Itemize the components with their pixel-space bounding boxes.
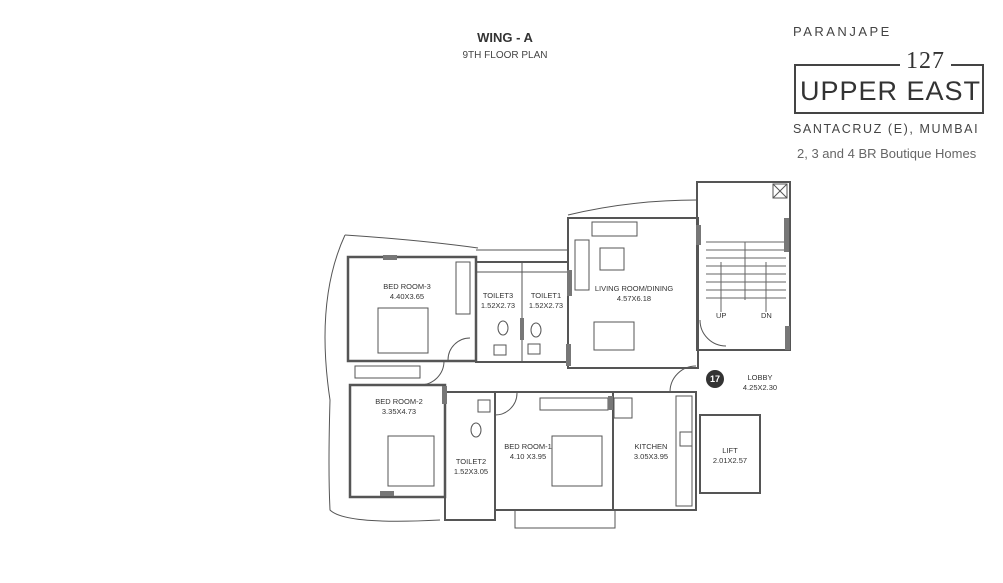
staircase	[706, 241, 786, 312]
sofa	[591, 221, 638, 237]
room-lift: LIFT 2.01X2.57	[706, 446, 754, 466]
page-subtitle: 9TH FLOOR PLAN	[462, 50, 548, 61]
balcony-bottom	[514, 509, 616, 529]
wall-kitchen	[612, 391, 697, 511]
basin-toilet1	[527, 343, 541, 355]
room-name: LIVING ROOM/DINING	[594, 284, 674, 293]
room-size: 4.40X3.65	[389, 292, 425, 301]
room-size: 4.25X2.30	[742, 383, 778, 392]
developer-name: PARANJAPE	[793, 24, 892, 39]
room-name: LIFT	[722, 446, 738, 455]
wardrobe-bedroom3	[455, 261, 471, 315]
room-toilet1: TOILET1 1.52X2.73	[524, 291, 568, 311]
door-bedroom2	[419, 360, 445, 386]
basin-toilet2	[477, 399, 491, 413]
room-name: BED ROOM-1	[504, 442, 552, 451]
unit-badge: 17	[706, 370, 724, 388]
room-size: 2.01X2.57	[712, 456, 748, 465]
room-size: 1.52X2.73	[528, 301, 564, 310]
project-tagline: 2, 3 and 4 BR Boutique Homes	[797, 146, 977, 161]
kitchen-counter	[675, 395, 693, 507]
room-kitchen: KITCHEN 3.05X3.95	[628, 442, 674, 462]
room-size: 3.05X3.95	[633, 452, 669, 461]
room-bedroom1: BED ROOM-1 4.10 X3.95	[500, 442, 556, 462]
door-living	[669, 365, 697, 393]
room-size: 4.10 X3.95	[509, 452, 547, 461]
wardrobe-bedroom1	[539, 397, 609, 411]
door-bedroom3	[447, 337, 471, 361]
room-size: 3.35X4.73	[381, 407, 417, 416]
wall-bedroom3	[346, 255, 478, 363]
kitchen-sink	[613, 397, 633, 419]
page-title: WING - A	[477, 30, 533, 45]
room-toilet2: TOILET2 1.52X3.05	[448, 457, 494, 477]
dining-table	[593, 321, 635, 351]
shaft-box	[772, 183, 788, 199]
tv-unit	[574, 239, 590, 291]
bed-bedroom2	[387, 435, 435, 487]
bed-bedroom3	[377, 307, 429, 354]
room-name: TOILET3	[482, 291, 514, 300]
room-size: 4.57X6.18	[616, 294, 652, 303]
stair-up-label: UP	[716, 311, 727, 320]
wardrobe-bedroom2	[354, 365, 421, 379]
facade-top-curve	[344, 234, 479, 249]
door-bedroom1	[494, 392, 518, 416]
room-name: LOBBY	[747, 373, 773, 382]
facade-left-curve	[324, 234, 441, 522]
wc-toilet1	[530, 322, 542, 338]
room-name: TOILET2	[455, 457, 487, 466]
hob	[679, 431, 693, 447]
stair-down-label: DN	[761, 311, 772, 320]
wc-toilet3	[497, 320, 509, 336]
wall-stair-core	[696, 181, 791, 351]
room-bedroom3: BED ROOM-3 4.40X3.65	[372, 282, 442, 302]
room-name: KITCHEN	[634, 442, 668, 451]
room-toilet3: TOILET3 1.52X2.73	[476, 291, 520, 311]
basin-toilet3	[493, 344, 507, 356]
room-name: BED ROOM-2	[375, 397, 423, 406]
logo-frame	[794, 64, 984, 114]
door-stairs	[699, 319, 727, 347]
room-name: TOILET1	[530, 291, 562, 300]
coffee-table	[599, 247, 625, 271]
logo-number: 127	[900, 48, 951, 75]
bed-bedroom1	[551, 435, 603, 487]
room-size: 1.52X2.73	[480, 301, 516, 310]
room-lobby: LOBBY 4.25X2.30	[736, 373, 784, 393]
wc-toilet2	[470, 422, 482, 438]
wall-toilet2	[444, 391, 496, 521]
room-name: BED ROOM-3	[383, 282, 431, 291]
room-size: 1.52X3.05	[453, 467, 489, 476]
room-bedroom2: BED ROOM-2 3.35X4.73	[364, 397, 434, 417]
facade-top-right-curve	[567, 199, 698, 216]
room-living-dining: LIVING ROOM/DINING 4.57X6.18	[588, 284, 680, 304]
project-location: SANTACRUZ (E), MUMBAI	[793, 122, 980, 136]
logo-project-name: UPPER EAST	[800, 76, 982, 106]
